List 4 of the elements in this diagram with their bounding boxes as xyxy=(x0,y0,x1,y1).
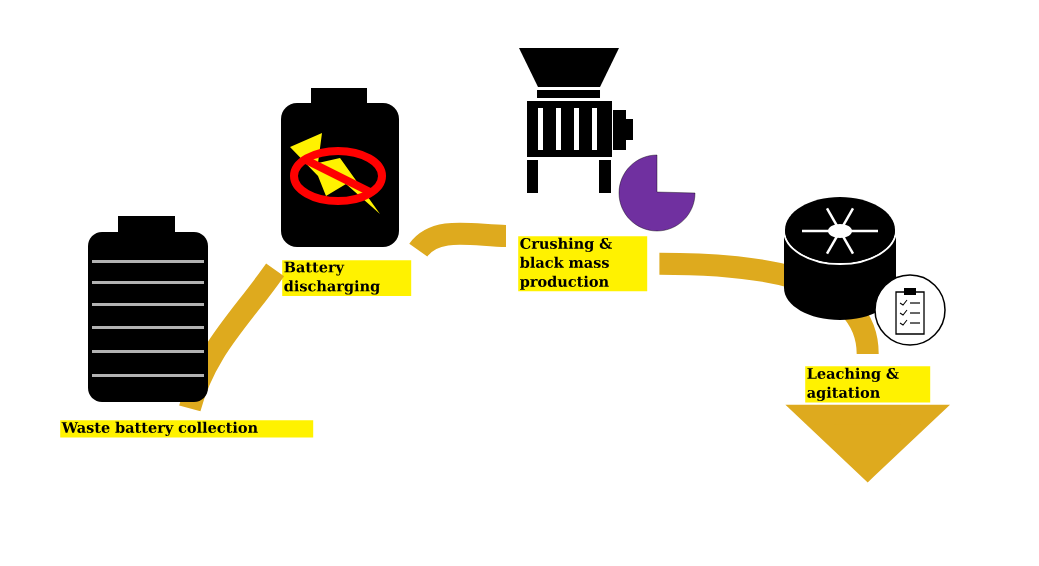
step-label: Leaching & agitation xyxy=(805,366,931,403)
step-label: Crushing & black mass production xyxy=(518,236,648,292)
step-label: Waste battery collection xyxy=(60,420,314,438)
step-label: Battery discharging xyxy=(282,260,412,296)
